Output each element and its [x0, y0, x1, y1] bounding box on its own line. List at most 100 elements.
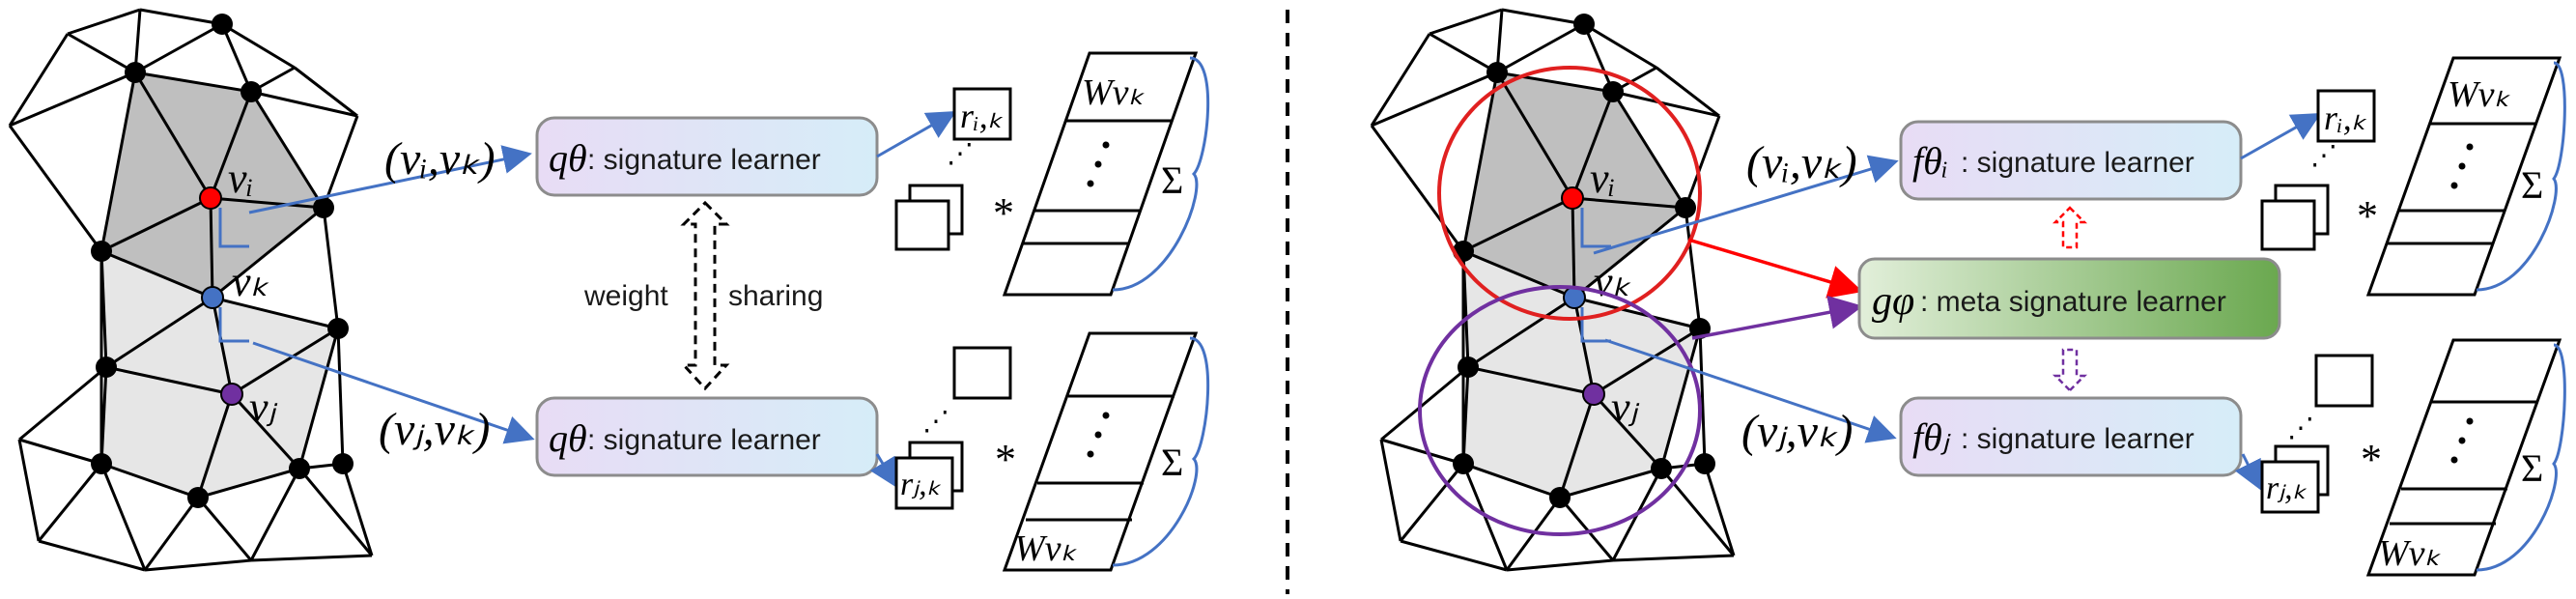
right-mesh-edge	[1501, 8, 1585, 26]
left-label-vertex-j: vⱼ	[249, 384, 278, 431]
dots-sig-bottom-right: ⋰	[2287, 414, 2314, 443]
right-mesh-edge	[1558, 497, 1615, 561]
right-label-vertex-k: vₖ	[1594, 258, 1632, 305]
right-mesh-vertex	[1573, 14, 1595, 35]
dots-sig-bottom: ⋰	[922, 407, 949, 437]
left-mesh-edge	[144, 558, 252, 572]
right-label-vertex-i: vᵢ	[1590, 155, 1616, 202]
left-mesh-edge	[220, 23, 253, 93]
star-bottom-right: *	[2361, 436, 2382, 483]
left-label-vertex-k: vₖ	[232, 258, 270, 305]
right-mesh-edge	[1462, 196, 1573, 253]
sig-top-label: rᵢ,ₖ	[960, 97, 1004, 135]
left-mesh-vertex	[125, 62, 146, 83]
sig-empty-bottom	[952, 346, 1012, 400]
left-mesh-edge	[250, 90, 358, 118]
arrow-purple-to-meta	[1691, 295, 1863, 340]
right-mesh-edge	[1571, 196, 1686, 210]
right-mesh-edge	[1429, 32, 1498, 74]
right-mesh-edge	[1573, 296, 1701, 330]
left-bracket-ik	[218, 208, 249, 248]
matrix-bottom-label: Wvₖ	[1014, 528, 1078, 569]
left-mesh-edge	[67, 8, 141, 36]
left-mesh-edge	[134, 71, 252, 94]
left-mesh-edge	[100, 196, 212, 253]
left-mesh-edge	[17, 439, 41, 542]
left-mesh-edge	[139, 8, 223, 26]
arrow-jk-to-learner-right	[1604, 338, 1897, 443]
left-mesh-edge	[18, 438, 102, 466]
left-mesh-edge	[212, 206, 325, 300]
weight-sharing-arrow	[680, 200, 730, 391]
left-mesh-edge	[105, 365, 233, 396]
learner-box-bottom: qθ : signature learner	[535, 396, 879, 477]
arrow-learner-to-sig-top	[876, 111, 957, 158]
left-mesh-edge	[99, 463, 147, 571]
left-mesh-edge	[341, 463, 374, 556]
sig-box-bottom	[894, 456, 954, 510]
sig-box-bottom-right	[2260, 460, 2320, 514]
sharing-label: sharing	[728, 280, 823, 312]
meta-learner-symbol: gφ	[1872, 279, 1914, 324]
left-mesh-edge	[8, 33, 70, 127]
right-mesh-vertex	[1549, 487, 1571, 508]
right-mesh-edge	[1572, 297, 1596, 395]
right-mesh-edge	[1592, 392, 1663, 471]
right-mesh-edge	[1380, 365, 1469, 442]
right-mesh-edge	[1573, 206, 1686, 300]
right-vertex-i	[1561, 186, 1584, 210]
right-mesh-edge	[1429, 8, 1503, 36]
left-mesh-edge	[67, 32, 136, 74]
dashed-arrow-purple	[2052, 348, 2088, 392]
left-mesh-edge	[211, 297, 234, 395]
left-mesh-vertex	[187, 487, 209, 508]
dashed-arrow-red	[2052, 206, 2088, 249]
dots-sig-top-right: ⋰	[2310, 141, 2337, 171]
star-bottom: *	[995, 436, 1016, 483]
left-vertex-i	[199, 186, 222, 210]
left-mesh-edge	[143, 497, 200, 571]
left-mesh-edge	[249, 91, 326, 209]
weight-label: weight	[583, 280, 668, 312]
right-mesh-vertex	[1602, 81, 1624, 102]
pair-ik-label: (vᵢ,vₖ)	[384, 133, 495, 185]
left-mesh-edge	[297, 328, 340, 470]
right-mesh-edge	[1559, 467, 1662, 499]
right-mesh-edge	[1593, 327, 1701, 396]
sig-top-right-label: rᵢ,ₖ	[2324, 99, 2367, 137]
right-mesh-edge	[1582, 23, 1615, 93]
left-mesh-edge	[38, 539, 146, 572]
right-mesh-edge	[1583, 22, 1657, 70]
left-mesh-edge	[8, 125, 103, 252]
dots-sig-top: ⋰	[947, 139, 974, 169]
left-mesh-edge	[336, 328, 345, 465]
left-mesh-edge	[37, 463, 103, 542]
learner-bottom-right-symbol: fθⱼ	[1912, 415, 1951, 459]
right-mesh-vertex	[1486, 62, 1508, 83]
sig-bottom-right-label: rⱼ,ₖ	[2266, 471, 2307, 506]
left-mesh-vertex	[91, 241, 112, 262]
learner-top-symbol: qθ	[549, 136, 587, 180]
pair-ik-label-right: (vᵢ,vₖ)	[1746, 137, 1857, 188]
right-mesh-edge	[1399, 463, 1465, 542]
right-mesh-vertex	[1694, 453, 1715, 474]
right-mesh-edge	[1698, 328, 1707, 465]
left-mesh-edge	[196, 497, 253, 561]
sig-stack-front-top	[894, 199, 950, 251]
right-mesh-edge	[1467, 365, 1595, 396]
left-mesh-vertex	[96, 357, 117, 378]
sig-stack-front-top-right	[2260, 199, 2316, 251]
right-mesh-edge	[1462, 249, 1575, 300]
arrow-ik-to-learner-right	[1593, 155, 1899, 255]
arrow-red-to-meta	[1687, 238, 1863, 299]
left-mesh-vertex	[289, 458, 310, 479]
neighborhood-circle-j	[1418, 285, 1702, 536]
left-mesh-edge	[322, 207, 340, 329]
right-mesh-edge	[1370, 33, 1431, 127]
right-mesh-edge	[1612, 554, 1735, 562]
meta-learner-box: gφ : meta signature learner	[1857, 257, 2281, 340]
learner-box-bottom-right: fθⱼ : signature learner	[1899, 396, 2243, 477]
